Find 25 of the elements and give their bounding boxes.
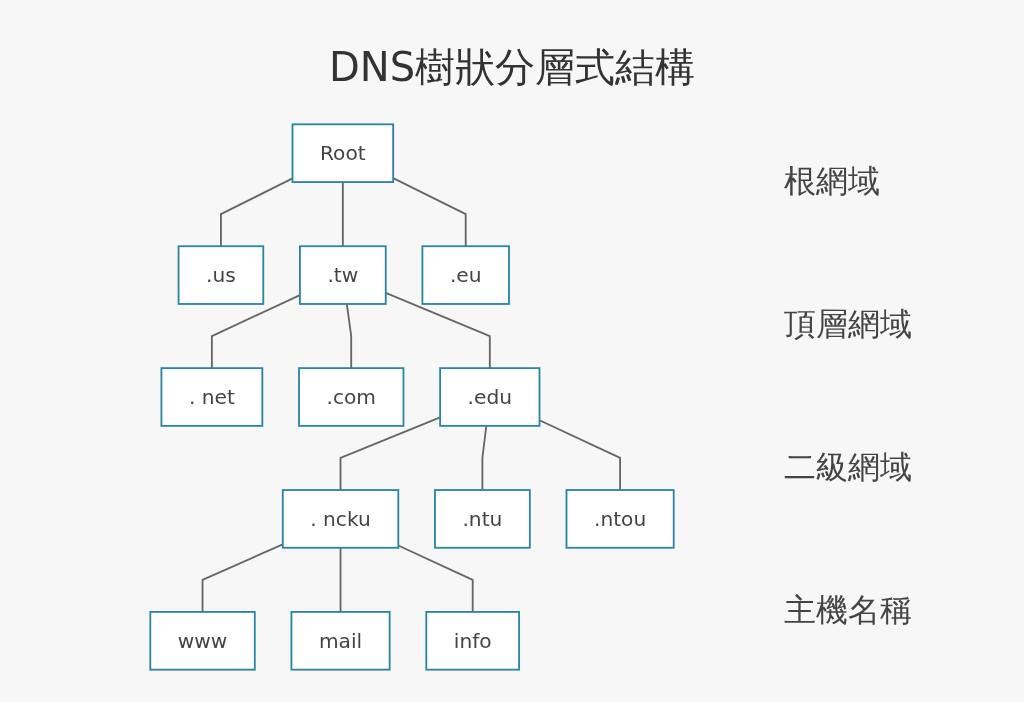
title: DNS樹狀分層式結構 — [327, 43, 697, 92]
node-box: mail — [290, 610, 391, 671]
node-box: . ncku — [281, 488, 400, 549]
connector — [201, 543, 284, 613]
connector — [397, 544, 474, 613]
level-label: 主機名稱 — [784, 589, 913, 631]
node-box: .edu — [439, 366, 541, 427]
connector — [339, 546, 342, 613]
connector — [345, 302, 353, 369]
node-box: .ntu — [434, 488, 531, 549]
node-box: Root — [291, 122, 395, 183]
connector — [392, 176, 467, 247]
node-box: .ntou — [565, 488, 675, 549]
connector — [341, 180, 344, 247]
node-box: .tw — [299, 244, 387, 305]
node-box: .eu — [421, 244, 510, 305]
node-box: .us — [177, 244, 265, 305]
level-label: 根網域 — [784, 161, 881, 203]
level-label: 頂層網域 — [784, 304, 913, 346]
node-box: .com — [298, 366, 405, 427]
level-label: 二級網域 — [784, 446, 913, 488]
connector — [481, 424, 488, 491]
node-box: . net — [160, 366, 264, 427]
node-box: www — [149, 610, 256, 671]
node-box: info — [425, 610, 521, 671]
